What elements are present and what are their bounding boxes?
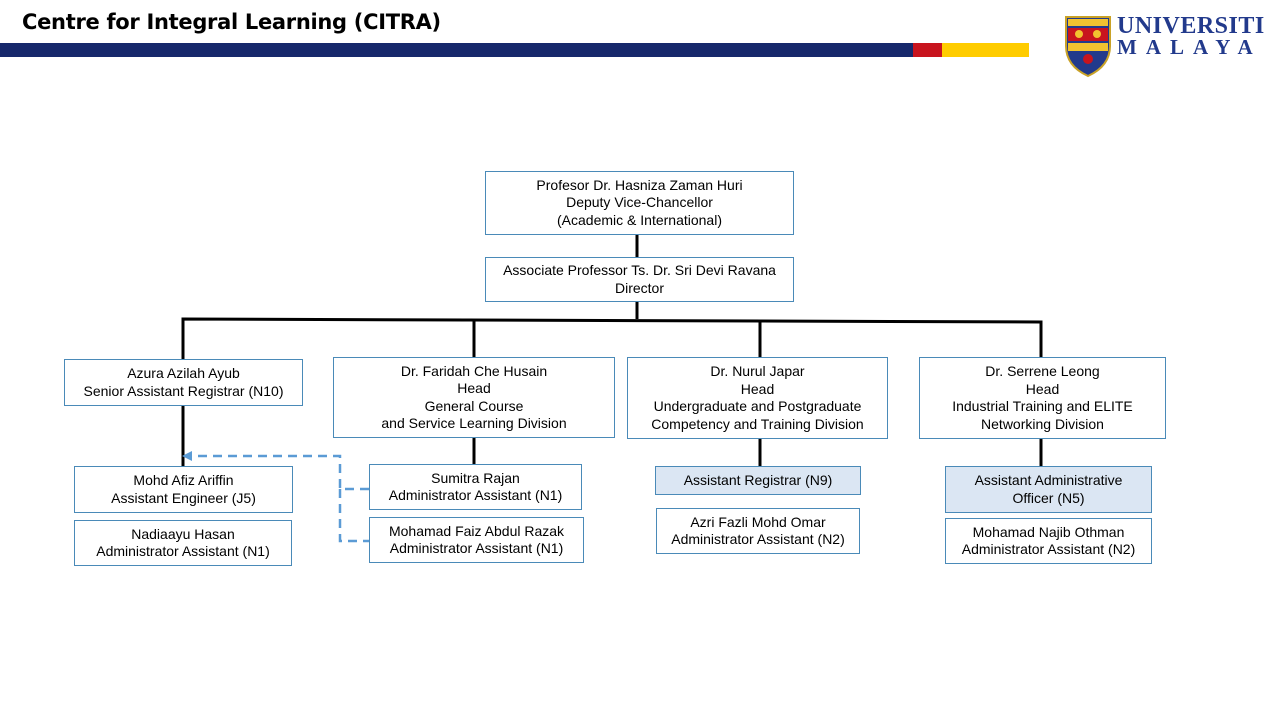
director-title: Director bbox=[614, 279, 664, 296]
elite-head-name: Dr. Serrene Leong bbox=[985, 363, 1100, 379]
elite-division-line1: Industrial Training and ELITE bbox=[952, 398, 1133, 414]
ugpg-head-box: Dr. Nurul Japar Head Undergraduate and P… bbox=[627, 357, 888, 439]
staff-title: Administrator Assistant (N2) bbox=[671, 531, 845, 547]
staff-title: Administrator Assistant (N2) bbox=[961, 541, 1136, 557]
senior-registrar-name: Azura Azilah Ayub bbox=[127, 365, 240, 381]
header-band-yellow bbox=[942, 43, 1029, 57]
elite-division-line2: Networking Division bbox=[981, 415, 1104, 432]
staff-title: Administrator Assistant (N1) bbox=[96, 543, 270, 559]
position-title-line1: Assistant Administrative bbox=[974, 472, 1123, 488]
staff-name: Mohamad Najib Othman bbox=[972, 523, 1125, 540]
staff-box-nadiaayu: Nadiaayu Hasan Administrator Assistant (… bbox=[74, 520, 292, 566]
staff-box-sumitra: Sumitra Rajan Administrator Assistant (N… bbox=[369, 464, 582, 510]
header-band-navy bbox=[0, 43, 913, 57]
dvc-portfolio: (Academic & International) bbox=[557, 211, 722, 228]
dvc-title: Deputy Vice-Chancellor bbox=[566, 194, 713, 211]
staff-title: Administrator Assistant (N1) bbox=[388, 487, 563, 503]
position-title-line2: Officer (N5) bbox=[1012, 489, 1085, 506]
gcsl-head-name: Dr. Faridah Che Husain bbox=[400, 362, 548, 379]
staff-name: Nadiaayu Hasan bbox=[131, 525, 235, 542]
vacant-admin-officer-box: Assistant Administrative Officer (N5) bbox=[945, 466, 1152, 513]
staff-name: Azri Fazli Mohd Omar bbox=[690, 513, 826, 530]
elite-head-title: Head bbox=[1025, 380, 1060, 397]
staff-name: Mohd Afiz Ariffin bbox=[133, 472, 234, 488]
page-title: Centre for Integral Learning (CITRA) bbox=[22, 10, 441, 34]
staff-box-najib: Mohamad Najib Othman Administrator Assis… bbox=[945, 518, 1152, 564]
staff-name: Mohamad Faiz Abdul Razak bbox=[388, 522, 565, 539]
vacant-assistant-registrar-box: Assistant Registrar (N9) bbox=[655, 466, 861, 495]
staff-title: Administrator Assistant (N1) bbox=[389, 540, 564, 556]
header-band-red bbox=[913, 43, 942, 57]
senior-registrar-box: Azura Azilah Ayub Senior Assistant Regis… bbox=[64, 359, 303, 406]
dvc-name: Profesor Dr. Hasniza Zaman Huri bbox=[536, 176, 743, 193]
ugpg-head-name: Dr. Nurul Japar bbox=[710, 363, 805, 379]
staff-name: Sumitra Rajan bbox=[431, 469, 520, 486]
staff-box-afiz: Mohd Afiz Ariffin Assistant Engineer (J5… bbox=[74, 466, 293, 513]
staff-box-faiz: Mohamad Faiz Abdul Razak Administrator A… bbox=[369, 517, 584, 563]
director-name: Associate Professor Ts. Dr. Sri Devi Rav… bbox=[503, 262, 776, 278]
university-crest-icon bbox=[1065, 16, 1111, 78]
director-box: Associate Professor Ts. Dr. Sri Devi Rav… bbox=[485, 257, 794, 302]
logo-line-1: UNIVERSITI bbox=[1117, 13, 1265, 39]
gcsl-head-title: Head bbox=[457, 380, 491, 396]
senior-registrar-title: Senior Assistant Registrar (N10) bbox=[83, 382, 284, 399]
staff-title: Assistant Engineer (J5) bbox=[111, 489, 256, 506]
gcsl-division-line2: and Service Learning Division bbox=[381, 415, 567, 431]
position-title: Assistant Registrar (N9) bbox=[683, 471, 833, 488]
ugpg-division-line2: Competency and Training Division bbox=[651, 415, 864, 432]
gcsl-head-box: Dr. Faridah Che Husain Head General Cour… bbox=[333, 357, 615, 438]
elite-head-box: Dr. Serrene Leong Head Industrial Traini… bbox=[919, 357, 1166, 439]
logo-line-2: MALAYA bbox=[1117, 35, 1262, 59]
gcsl-division-line1: General Course bbox=[424, 397, 524, 414]
dvc-box: Profesor Dr. Hasniza Zaman Huri Deputy V… bbox=[485, 171, 794, 235]
staff-box-azri: Azri Fazli Mohd Omar Administrator Assis… bbox=[656, 508, 860, 554]
ugpg-division-line1: Undergraduate and Postgraduate bbox=[653, 398, 862, 414]
ugpg-head-title: Head bbox=[740, 380, 775, 397]
